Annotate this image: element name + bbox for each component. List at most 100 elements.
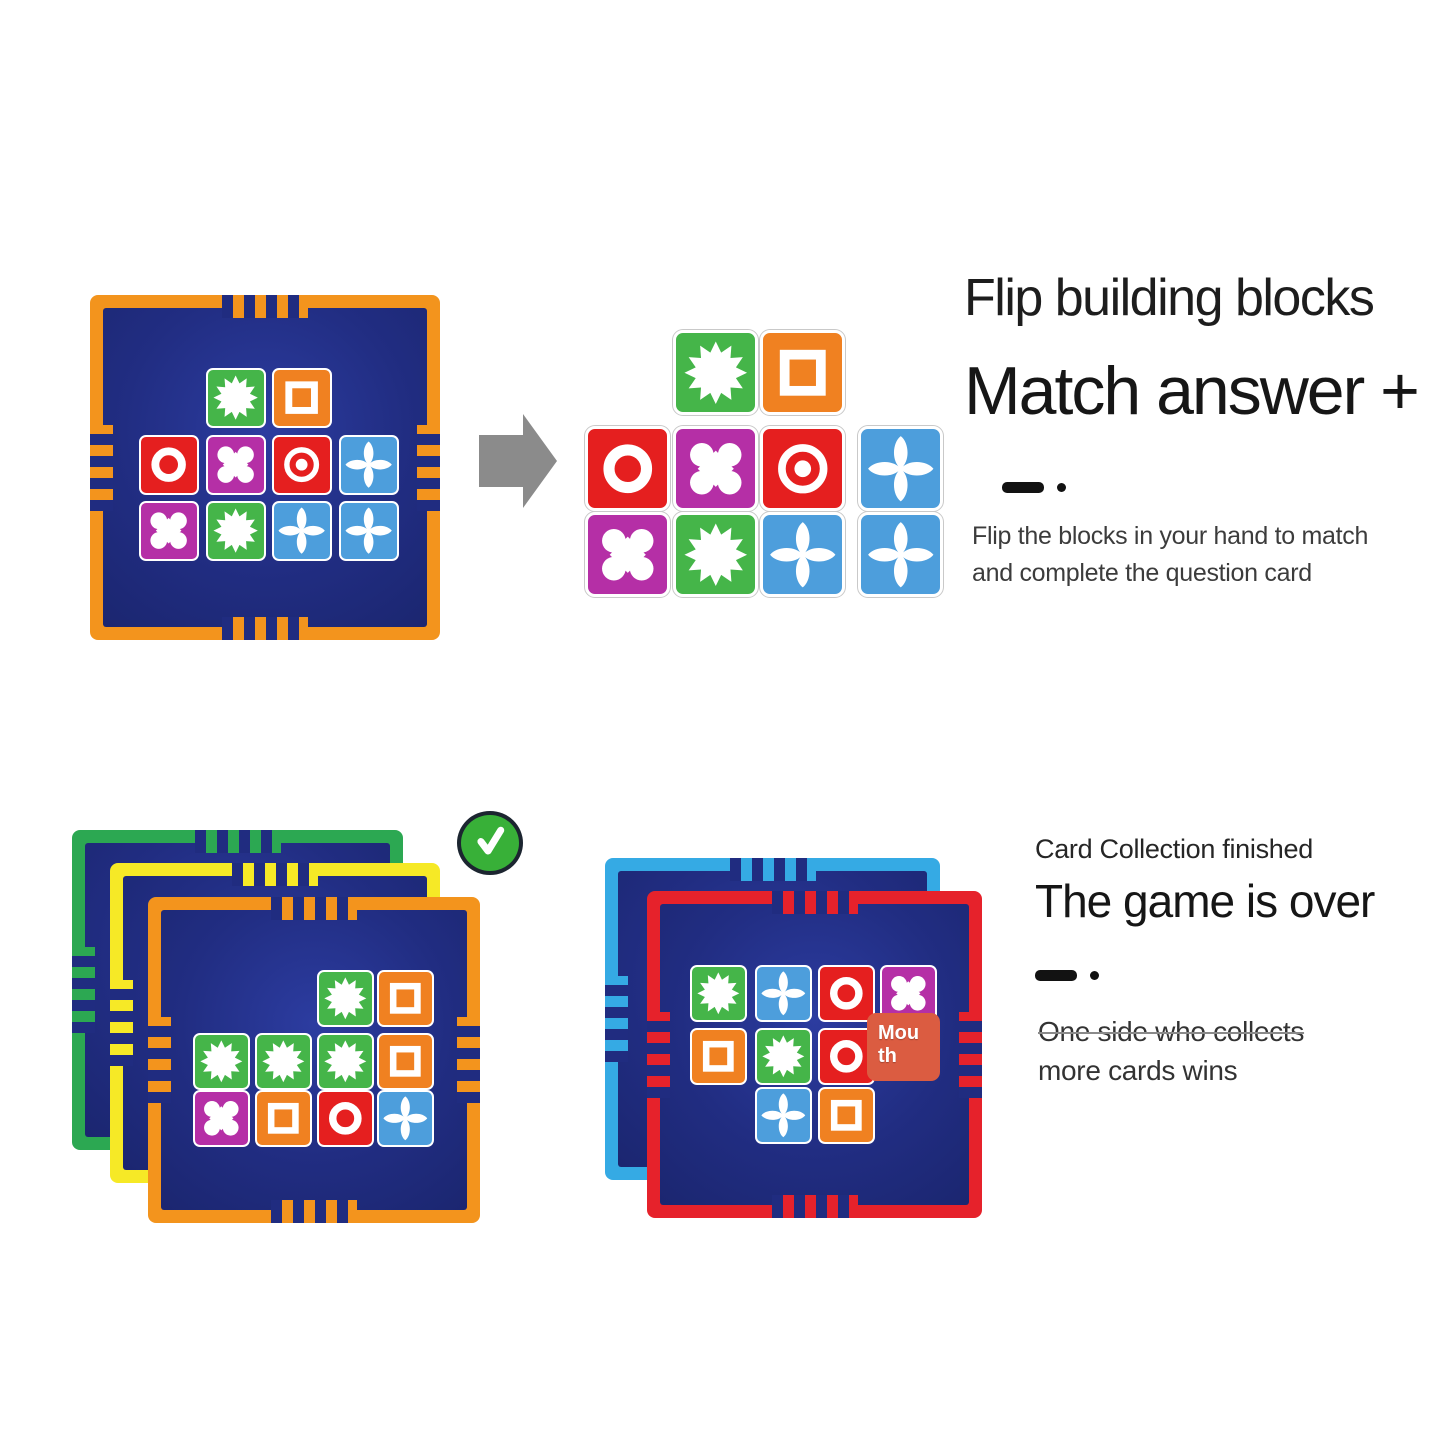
question-card-front	[148, 897, 480, 1223]
sun-icon	[324, 1040, 367, 1083]
answer-blocks	[585, 330, 945, 598]
target-icon	[777, 443, 828, 494]
tile-sun	[317, 970, 374, 1027]
target-icon	[284, 447, 320, 483]
tile-target	[272, 435, 332, 495]
tile-cross-x	[139, 501, 199, 561]
flower-icon	[761, 971, 806, 1016]
board-notch-top	[194, 830, 281, 853]
tile-sun	[193, 1033, 250, 1090]
board-notch-bottom	[271, 1200, 357, 1223]
step1-caption: Flip the blocks in your hand to match an…	[972, 518, 1412, 592]
tile-cross-x	[880, 965, 937, 1022]
tile-flower	[339, 501, 399, 561]
board-notch-left	[605, 976, 628, 1062]
tile-target	[760, 426, 845, 511]
tile-sun	[673, 330, 758, 415]
result-board-front: Mou th	[647, 891, 982, 1218]
board-notch-left	[110, 980, 133, 1066]
tile-ring	[317, 1090, 374, 1147]
tile-flower	[377, 1090, 434, 1147]
check-badge	[457, 811, 523, 875]
tile-flower	[272, 501, 332, 561]
step2-title: Card Collection finished	[1035, 834, 1313, 864]
ring-icon	[329, 1102, 362, 1135]
board-notch-bottom	[771, 1195, 858, 1218]
tile-square	[377, 970, 434, 1027]
tile-ring	[818, 1028, 875, 1085]
board-notch-right	[959, 1011, 982, 1098]
tile-cross-x	[206, 435, 266, 495]
tile-flower	[755, 1087, 812, 1144]
tile-flower	[760, 512, 845, 597]
tile-ring	[585, 426, 670, 511]
mouth-card-line2: th	[878, 1045, 897, 1067]
divider-dot	[1090, 971, 1099, 980]
square-icon	[831, 1100, 862, 1131]
cross-x-icon	[217, 446, 255, 484]
step1-caption-line1: Flip the blocks in your hand to match	[972, 522, 1369, 550]
tile-cross-x	[673, 426, 758, 511]
mouth-card: Mou th	[867, 1013, 940, 1081]
tile-cross-x	[193, 1090, 250, 1147]
ring-icon	[603, 444, 652, 493]
divider-dash	[1002, 482, 1044, 493]
flower-icon	[278, 507, 326, 555]
ring-icon	[151, 447, 187, 483]
sun-icon	[684, 341, 747, 404]
ring-icon	[830, 977, 863, 1010]
tile-sun	[255, 1033, 312, 1090]
tile-flower	[755, 965, 812, 1022]
tile-flower	[339, 435, 399, 495]
flower-icon	[867, 435, 934, 502]
tile-square	[690, 1028, 747, 1085]
step2-caption-line2: more cards wins	[1038, 1055, 1238, 1086]
cross-x-icon	[891, 976, 926, 1011]
tile-sun	[690, 965, 747, 1022]
ring-icon	[830, 1040, 863, 1073]
flower-icon	[345, 441, 393, 489]
tile-square	[760, 330, 845, 415]
sun-icon	[262, 1040, 305, 1083]
tile-flower	[858, 426, 943, 511]
flower-icon	[867, 521, 934, 588]
board-notch-top	[222, 295, 308, 318]
step1-heading: Match answer +	[964, 353, 1420, 429]
cross-x-icon	[150, 512, 188, 550]
board-notch-top	[271, 897, 357, 920]
square-icon	[285, 381, 319, 415]
dash-dot-divider	[1002, 482, 1066, 493]
dash-dot-divider	[1035, 970, 1099, 981]
tile-ring	[139, 435, 199, 495]
divider-dot	[1057, 483, 1066, 492]
square-icon	[390, 1046, 421, 1077]
cross-x-icon	[204, 1101, 239, 1136]
sun-icon	[213, 375, 259, 421]
tile-sun	[317, 1033, 374, 1090]
tile-flower	[858, 512, 943, 597]
sun-icon	[213, 508, 259, 554]
tile-square	[272, 368, 332, 428]
board-notch-left	[647, 1011, 670, 1098]
sun-icon	[200, 1040, 243, 1083]
tile-ring	[818, 965, 875, 1022]
flower-icon	[769, 521, 836, 588]
flower-icon	[383, 1096, 428, 1141]
tile-sun	[755, 1028, 812, 1085]
tile-sun	[206, 501, 266, 561]
square-icon	[390, 983, 421, 1014]
step2-caption-line1: One side who collects	[1038, 1016, 1305, 1047]
board-notch-left	[72, 947, 95, 1033]
board-notch-bottom	[222, 617, 308, 640]
tile-square	[377, 1033, 434, 1090]
tile-sun	[206, 368, 266, 428]
square-icon	[779, 349, 826, 396]
sun-icon	[684, 523, 747, 586]
step2-heading: The game is over	[1035, 875, 1375, 927]
question-board	[90, 295, 440, 640]
board-notch-left	[148, 1017, 171, 1103]
board-notch-top	[232, 863, 318, 886]
sun-icon	[697, 972, 740, 1015]
mouth-card-line1: Mou	[878, 1022, 920, 1044]
